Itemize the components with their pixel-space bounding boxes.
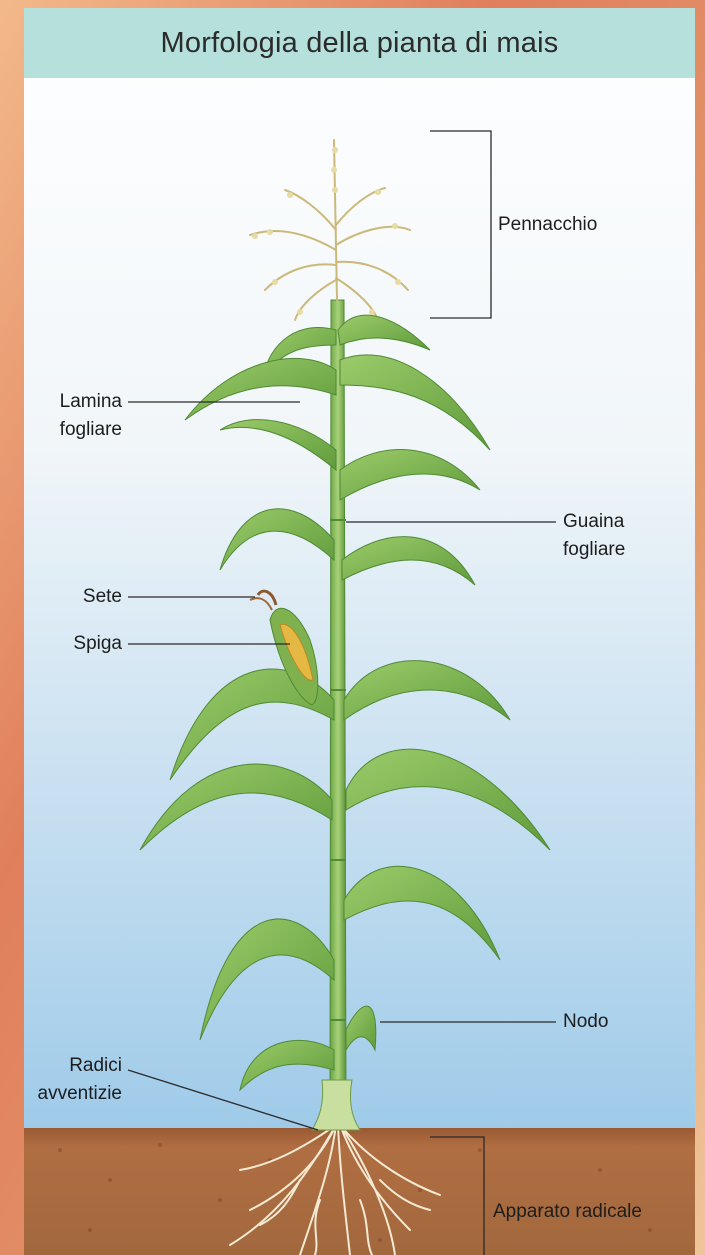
label-adventitious-line2: avventizie: [26, 1080, 122, 1108]
title-bar: Morfologia della pianta di mais: [24, 8, 695, 78]
label-node: Nodo: [563, 1008, 608, 1036]
label-root-system-text: Apparato radicale: [493, 1201, 642, 1222]
label-root-system: Apparato radicale: [493, 1198, 642, 1226]
label-leaf-blade-line2: fogliare: [30, 416, 122, 444]
label-leaf-sheath-line2: fogliare: [563, 536, 625, 564]
label-node-text: Nodo: [563, 1011, 608, 1032]
label-leaf-blade: Lamina fogliare: [30, 388, 122, 444]
page-title: Morfologia della pianta di mais: [161, 27, 559, 60]
label-leaf-sheath-line1: Guaina: [563, 508, 625, 536]
label-silks: Sete: [30, 583, 122, 611]
label-ear-text: Spiga: [73, 633, 122, 654]
label-leaf-sheath: Guaina fogliare: [563, 508, 625, 564]
label-leaf-blade-line1: Lamina: [30, 388, 122, 416]
label-ear: Spiga: [30, 630, 122, 658]
label-adventitious-line1: Radici: [26, 1052, 122, 1080]
label-silks-text: Sete: [83, 586, 122, 607]
label-tassel-text: Pennacchio: [498, 214, 597, 235]
sky-panel: [24, 8, 695, 1255]
label-tassel: Pennacchio: [498, 211, 597, 239]
label-adventitious-roots: Radici avventizie: [26, 1052, 122, 1108]
